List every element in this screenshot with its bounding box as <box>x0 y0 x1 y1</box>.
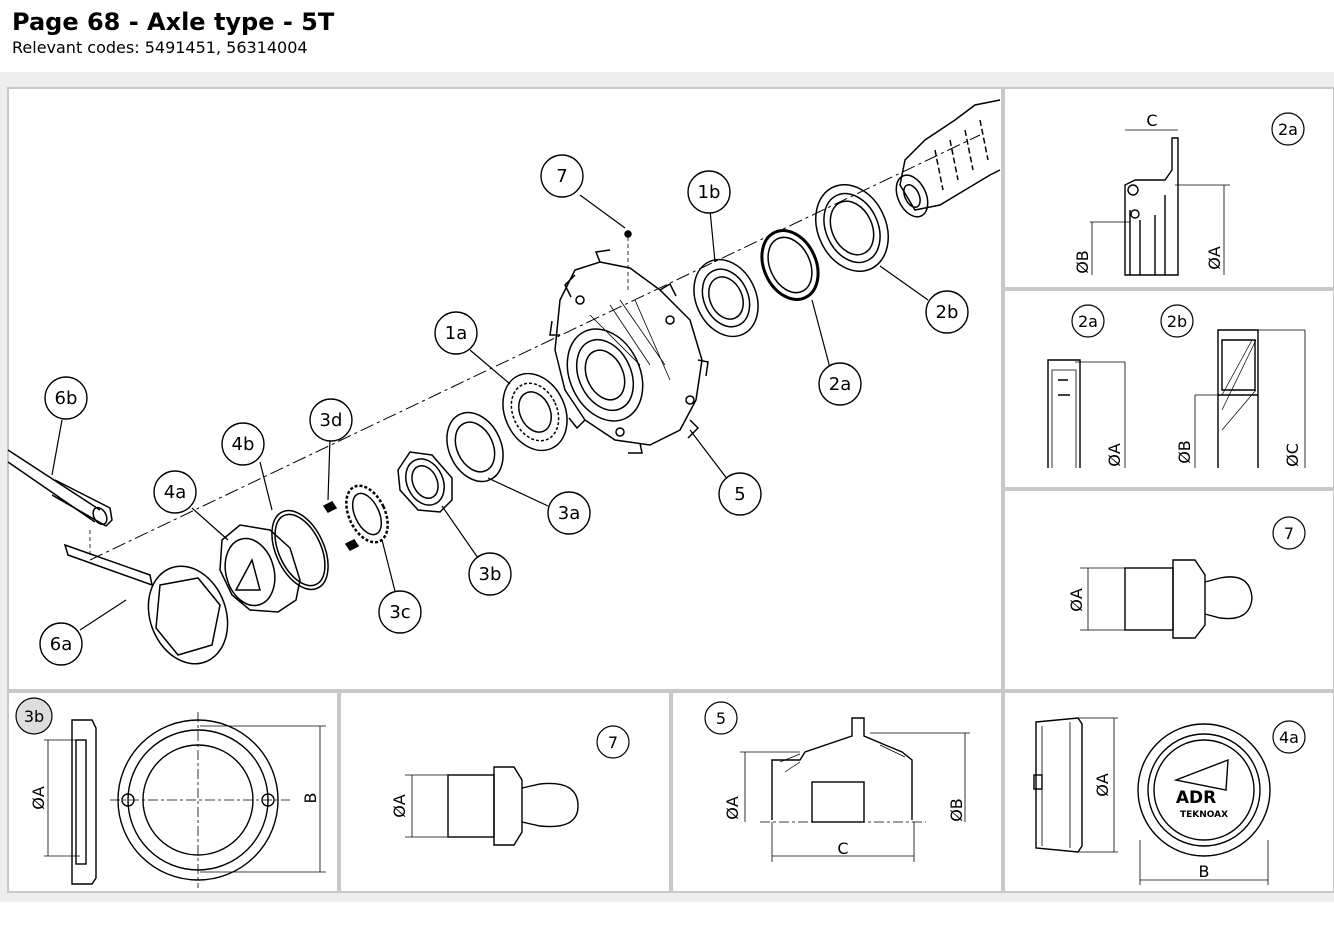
svg-text:2b: 2b <box>1167 312 1187 331</box>
lockring-3c <box>345 484 389 544</box>
tool-bar-6b <box>7 449 113 527</box>
detail-grease-nipple-bottom <box>405 766 579 846</box>
callout-2a: 2a <box>818 362 862 406</box>
dim-c-5: C <box>837 839 848 858</box>
nut-3b <box>397 451 453 513</box>
svg-text:7: 7 <box>1284 524 1294 543</box>
dim-a-7b: ØA <box>390 794 409 818</box>
dim-a-5: ØA <box>723 796 742 820</box>
badge-5: 5 <box>704 701 738 735</box>
dim-a: ØA <box>1205 246 1224 270</box>
svg-text:4a: 4a <box>164 482 186 503</box>
wrench-6a <box>63 543 229 665</box>
callout-4b: 4b <box>221 422 265 466</box>
page-subtitle: Relevant codes: 5491451, 56314004 <box>12 38 308 57</box>
seal-2b <box>815 184 889 272</box>
svg-text:1a: 1a <box>445 323 467 344</box>
axle-stub <box>895 99 1001 218</box>
svg-text:3d: 3d <box>320 410 343 431</box>
dim-b-5: ØB <box>947 798 966 822</box>
svg-text:2a: 2a <box>829 374 851 395</box>
callout-3b: 3b <box>468 552 512 596</box>
detail-nut-3b <box>44 712 326 888</box>
svg-text:4b: 4b <box>232 434 255 455</box>
callout-7: 7 <box>540 154 584 198</box>
svg-text:5: 5 <box>734 484 745 505</box>
svg-text:7: 7 <box>608 733 618 752</box>
page-title: Page 68 - Axle type - 5T <box>12 8 335 36</box>
leader-lines <box>51 194 929 631</box>
detail-2a-2b-sections <box>1047 329 1306 468</box>
svg-text:6a: 6a <box>50 634 72 655</box>
detail-hub-cap-4a <box>1033 717 1271 885</box>
dim-b-3b: B <box>301 793 320 804</box>
svg-text:7: 7 <box>556 166 567 187</box>
callout-3c: 3c <box>378 590 422 634</box>
dim-a-4a: ØA <box>1093 773 1112 797</box>
grease-nipple-7 <box>624 230 632 238</box>
badge-7-right: 7 <box>1272 516 1306 550</box>
oring-4b <box>271 509 329 591</box>
dim-b-2b: ØB <box>1175 440 1194 464</box>
badge-3b: 3b <box>15 697 53 735</box>
svg-text:1b: 1b <box>698 182 721 203</box>
dim-a-7: ØA <box>1067 588 1086 612</box>
seal-2a <box>760 229 820 301</box>
svg-text:4a: 4a <box>1279 728 1299 747</box>
svg-text:3a: 3a <box>558 503 580 524</box>
callout-4a: 4a <box>153 470 197 514</box>
callout-3a: 3a <box>547 491 591 535</box>
svg-text:3b: 3b <box>479 564 502 585</box>
bearing-1b <box>693 258 759 338</box>
dim-c: C <box>1146 111 1157 130</box>
detail-2a-section <box>1090 129 1230 276</box>
logo-teknoax: TEKNOAX <box>1180 810 1228 820</box>
dim-b-4a: B <box>1199 862 1210 881</box>
svg-text:2a: 2a <box>1078 312 1098 331</box>
detail-hub-5 <box>740 717 970 862</box>
svg-text:2a: 2a <box>1278 120 1298 139</box>
badge-2b-mid: 2b <box>1160 304 1194 338</box>
callout-6a: 6a <box>39 622 83 666</box>
logo-adr: ADR <box>1176 788 1216 808</box>
callout-2b: 2b <box>925 290 969 334</box>
detail-grease-nipple <box>1080 559 1253 639</box>
callout-1b: 1b <box>687 170 731 214</box>
callout-5: 5 <box>718 472 762 516</box>
screws-3d <box>322 501 360 551</box>
hub-5 <box>549 249 709 454</box>
svg-text:6b: 6b <box>55 388 78 409</box>
badge-7-bottom: 7 <box>596 725 630 759</box>
dim-a-3b: ØA <box>29 786 48 810</box>
hub-cap-4a <box>219 524 301 613</box>
badge-2a-mid: 2a <box>1071 304 1105 338</box>
svg-text:3c: 3c <box>389 602 410 623</box>
panel-frames <box>7 87 1334 893</box>
svg-text:5: 5 <box>716 709 726 728</box>
callout-3d: 3d <box>309 398 353 442</box>
callout-1a: 1a <box>434 311 478 355</box>
callout-6b: 6b <box>44 376 88 420</box>
badge-2a-top: 2a <box>1271 112 1305 146</box>
svg-text:3b: 3b <box>24 707 44 726</box>
dim-c-2b: ØC <box>1283 443 1302 467</box>
dim-a-2a: ØA <box>1105 443 1124 467</box>
bearing-1a <box>502 372 568 452</box>
callouts: 7 1b 1a 3d 6b 4b 4a 6a 3c 3b 3a 2a 2b 5 <box>39 154 969 666</box>
dim-b: ØB <box>1073 250 1092 274</box>
badge-4a: 4a <box>1272 720 1306 754</box>
exploded-assembly <box>7 99 1001 665</box>
svg-text:2b: 2b <box>936 302 959 323</box>
